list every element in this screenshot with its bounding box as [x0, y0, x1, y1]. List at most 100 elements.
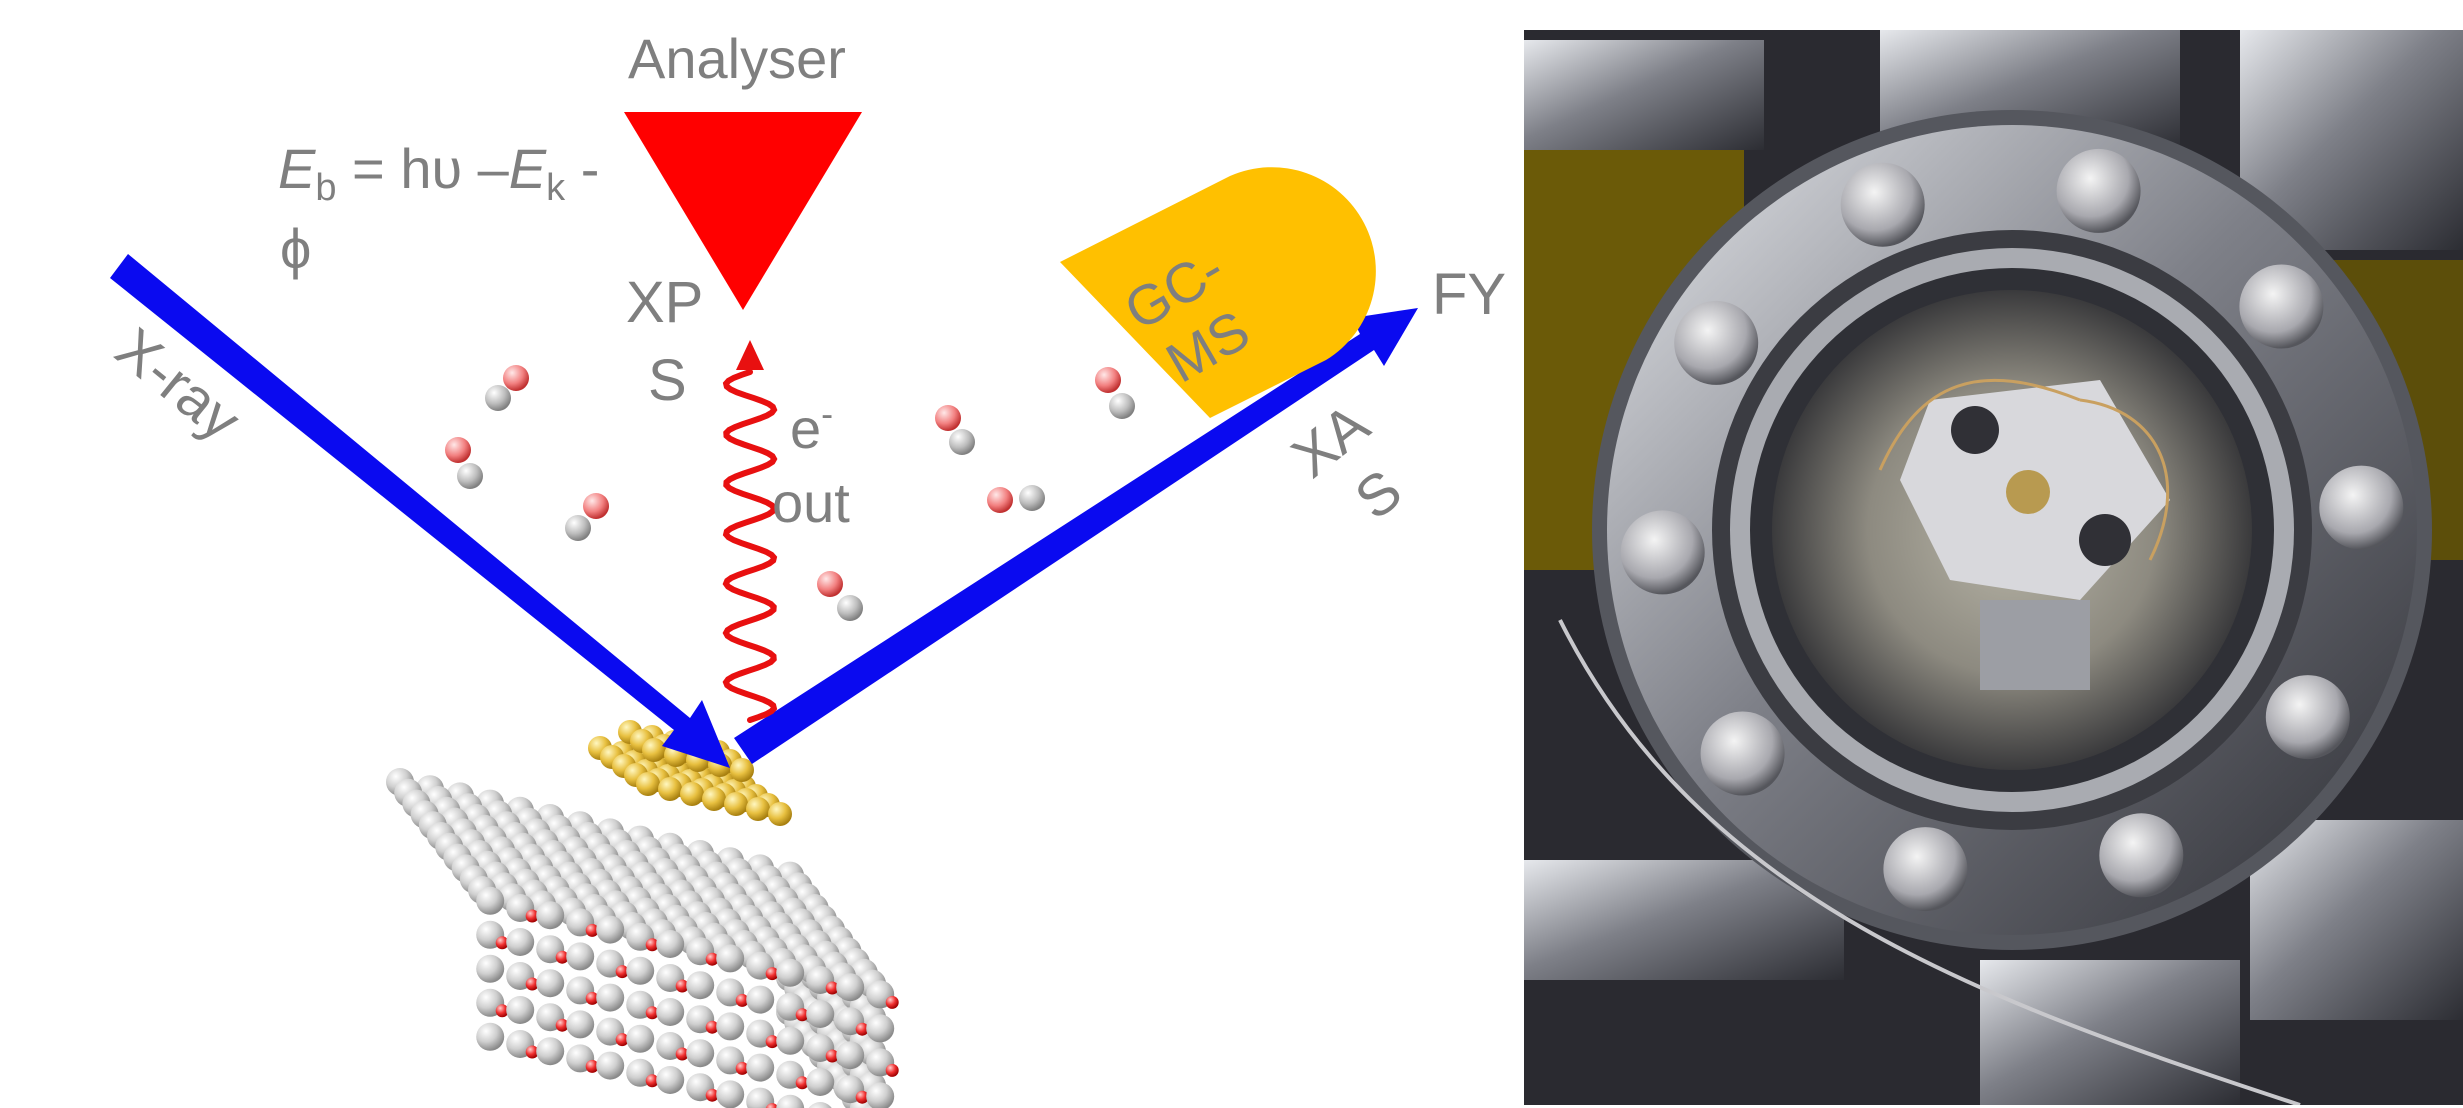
oxygen-atom: [795, 1076, 809, 1090]
substrate-atom: [536, 1037, 565, 1066]
molecule-atom: [503, 365, 529, 391]
oxygen-atom: [765, 1103, 779, 1108]
flange-bolt: [2056, 148, 2141, 233]
gold-atom: [724, 792, 748, 816]
gold-nanocluster: [588, 720, 792, 826]
substrate-atom: [808, 1102, 832, 1108]
substrate-atom: [536, 901, 565, 930]
molecule-atom: [1019, 485, 1045, 511]
analyser-label: Analyser: [628, 27, 846, 90]
substrate-atom: [716, 944, 745, 973]
oxygen-atom: [585, 1059, 599, 1073]
oxygen-atom: [525, 977, 539, 991]
electron-arrow-head: [736, 340, 764, 370]
gold-atom: [680, 782, 704, 806]
substrate-atom: [776, 1026, 805, 1055]
oxygen-atom: [825, 1049, 839, 1063]
substrate-atom: [536, 969, 565, 998]
oxygen-atom: [885, 1063, 899, 1077]
oxygen-atom: [645, 1006, 659, 1020]
molecule-atom: [457, 463, 483, 489]
substrate-atom: [506, 928, 535, 956]
binding-energy-equation: Eb = hυ –Ek -: [278, 137, 599, 209]
oxygen-atom: [615, 1033, 629, 1047]
substrate-atom: [866, 1082, 895, 1108]
oxygen-atom: [555, 950, 569, 964]
oxygen-atom: [705, 952, 719, 966]
substrate-atom: [686, 971, 715, 1000]
substrate-atom: [746, 1053, 775, 1082]
molecule-atom: [987, 487, 1013, 513]
oxygen-atom: [585, 923, 599, 937]
substrate-atom: [806, 1000, 835, 1028]
oxygen-atom: [675, 979, 689, 993]
xray-label: X-ray: [104, 316, 253, 454]
flange-bolt: [1620, 510, 1705, 595]
gold-atom: [746, 797, 770, 821]
substrate-atom: [566, 942, 595, 971]
oxygen-atom: [885, 995, 899, 1009]
oxygen-atom: [525, 909, 539, 923]
oxygen-atom: [795, 1008, 809, 1022]
substrate-atom: [626, 1024, 655, 1053]
outgoing-xas-beam: [734, 308, 1418, 764]
oxygen-atom: [525, 1045, 539, 1059]
oxygen-atom: [705, 1020, 719, 1034]
oxygen-atom: [825, 981, 839, 995]
oxygen-atom: [675, 1047, 689, 1061]
oxygen-atom: [735, 993, 749, 1007]
oxygen-atom: [855, 1090, 869, 1104]
substrate-atom: [656, 1066, 685, 1094]
xps-label-line2: S: [648, 348, 687, 413]
gcms-detector: [1060, 167, 1376, 418]
molecule-atom: [485, 385, 511, 411]
molecule-atom: [817, 571, 843, 597]
molecule-atom: [445, 437, 471, 463]
gold-atom: [768, 802, 792, 826]
substrate-atom: [746, 1087, 775, 1108]
fy-label: FY: [1432, 262, 1506, 327]
molecule-atom: [1095, 367, 1121, 393]
oxygen-atom: [765, 967, 779, 981]
flange-bolt: [1700, 711, 1785, 796]
gold-atom: [636, 772, 660, 796]
gas-molecules: [445, 365, 1135, 621]
substrate-atom: [626, 956, 655, 985]
xps-label-line1: XP: [626, 270, 703, 335]
substrate-atom: [506, 996, 535, 1024]
substrate-atom: [836, 1041, 865, 1070]
oxygen-atom: [645, 1074, 659, 1088]
gold-atom: [642, 738, 666, 762]
substrate-atom: [566, 1010, 595, 1039]
molecule-atom: [935, 405, 961, 431]
analyser-cone: [624, 112, 862, 310]
oxygen-atom: [555, 1018, 569, 1032]
gold-atom: [702, 787, 726, 811]
oxygen-atom: [615, 965, 629, 979]
photoelectron-wave: [722, 340, 778, 723]
gold-atom: [658, 777, 682, 801]
substrate-atom: [686, 1039, 715, 1068]
substrate-atom: [866, 1014, 895, 1043]
substrate-atom: [746, 985, 775, 1014]
substrate-atom: [476, 1022, 505, 1051]
substrate-atom: [776, 1094, 805, 1108]
electron-label: e-: [790, 393, 833, 460]
flange-bolt: [1883, 827, 1968, 912]
oxygen-atom: [705, 1088, 719, 1102]
oxygen-atom: [765, 1035, 779, 1049]
flange-bolt: [2265, 675, 2350, 760]
substrate-atom: [836, 973, 865, 1002]
xas-label-line2: S: [1343, 457, 1414, 532]
substrate-atom: [776, 958, 805, 987]
substrate-atom: [596, 915, 625, 944]
uhv-chamber-photo: [1524, 30, 2463, 1105]
molecule-atom: [583, 493, 609, 519]
substrate-atom: [476, 954, 505, 983]
oxygen-atom: [645, 938, 659, 952]
substrate-atom: [716, 1080, 745, 1108]
oxygen-atom: [855, 1022, 869, 1036]
flange-bolt: [1840, 162, 1925, 247]
gold-atom: [730, 758, 754, 782]
